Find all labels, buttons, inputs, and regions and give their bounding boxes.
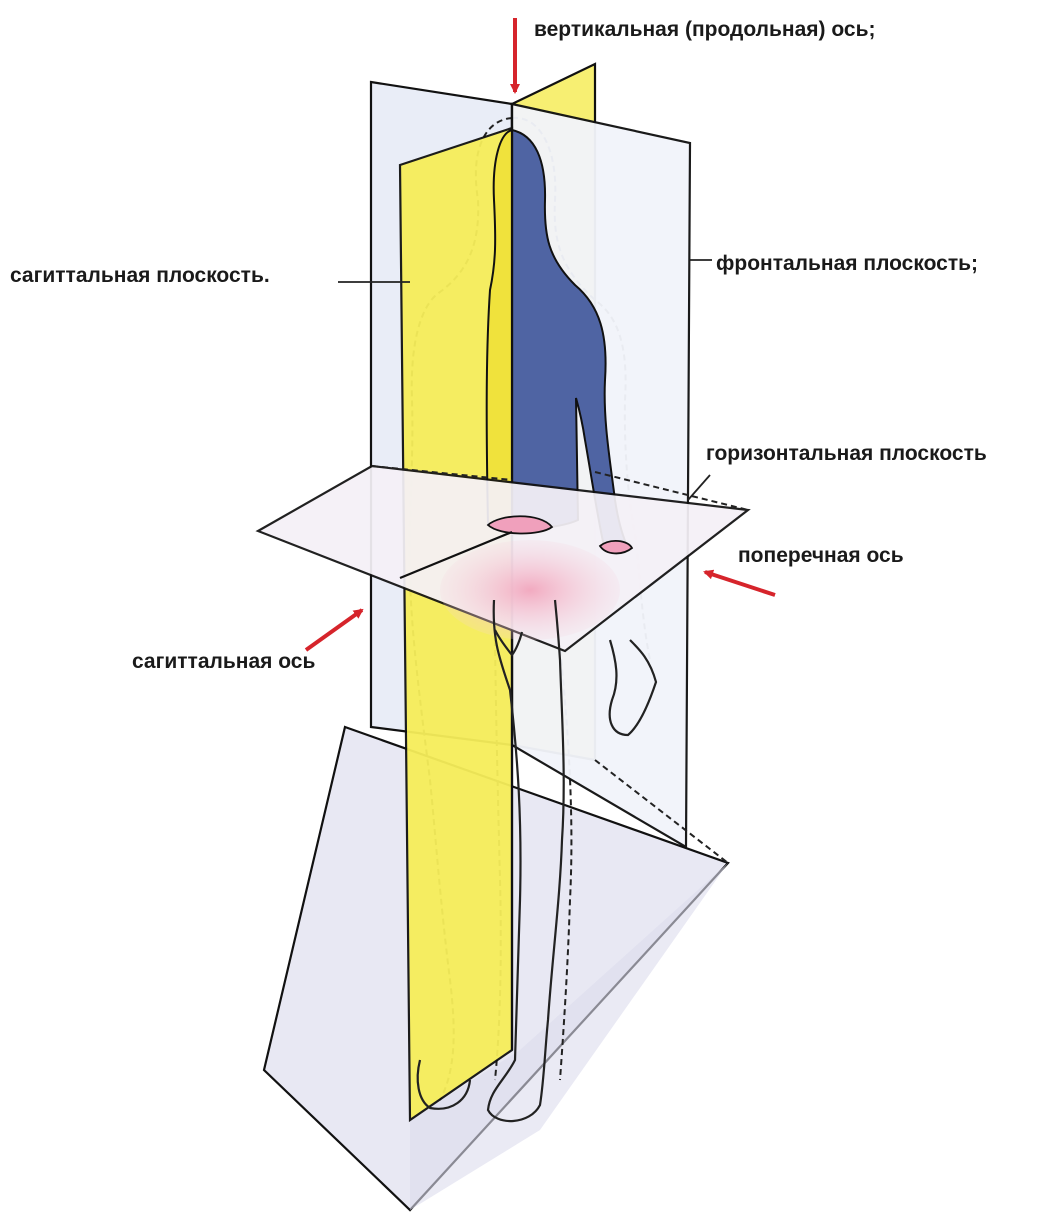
sagittal-plane-label: сагиттальная плоскость. — [10, 264, 270, 287]
horizontal-plane-label: горизонтальная плоскость — [706, 442, 987, 465]
sagittal-axis-label: сагиттальная ось — [132, 650, 315, 673]
transverse-axis-arrow — [705, 572, 775, 595]
vertical-axis-label: вертикальная (продольная) ось; — [534, 18, 875, 41]
frontal-plane-label: фронтальная плоскость; — [716, 252, 978, 275]
transverse-axis-label: поперечная ось — [738, 544, 904, 567]
sagittal-axis-arrow — [306, 610, 362, 650]
